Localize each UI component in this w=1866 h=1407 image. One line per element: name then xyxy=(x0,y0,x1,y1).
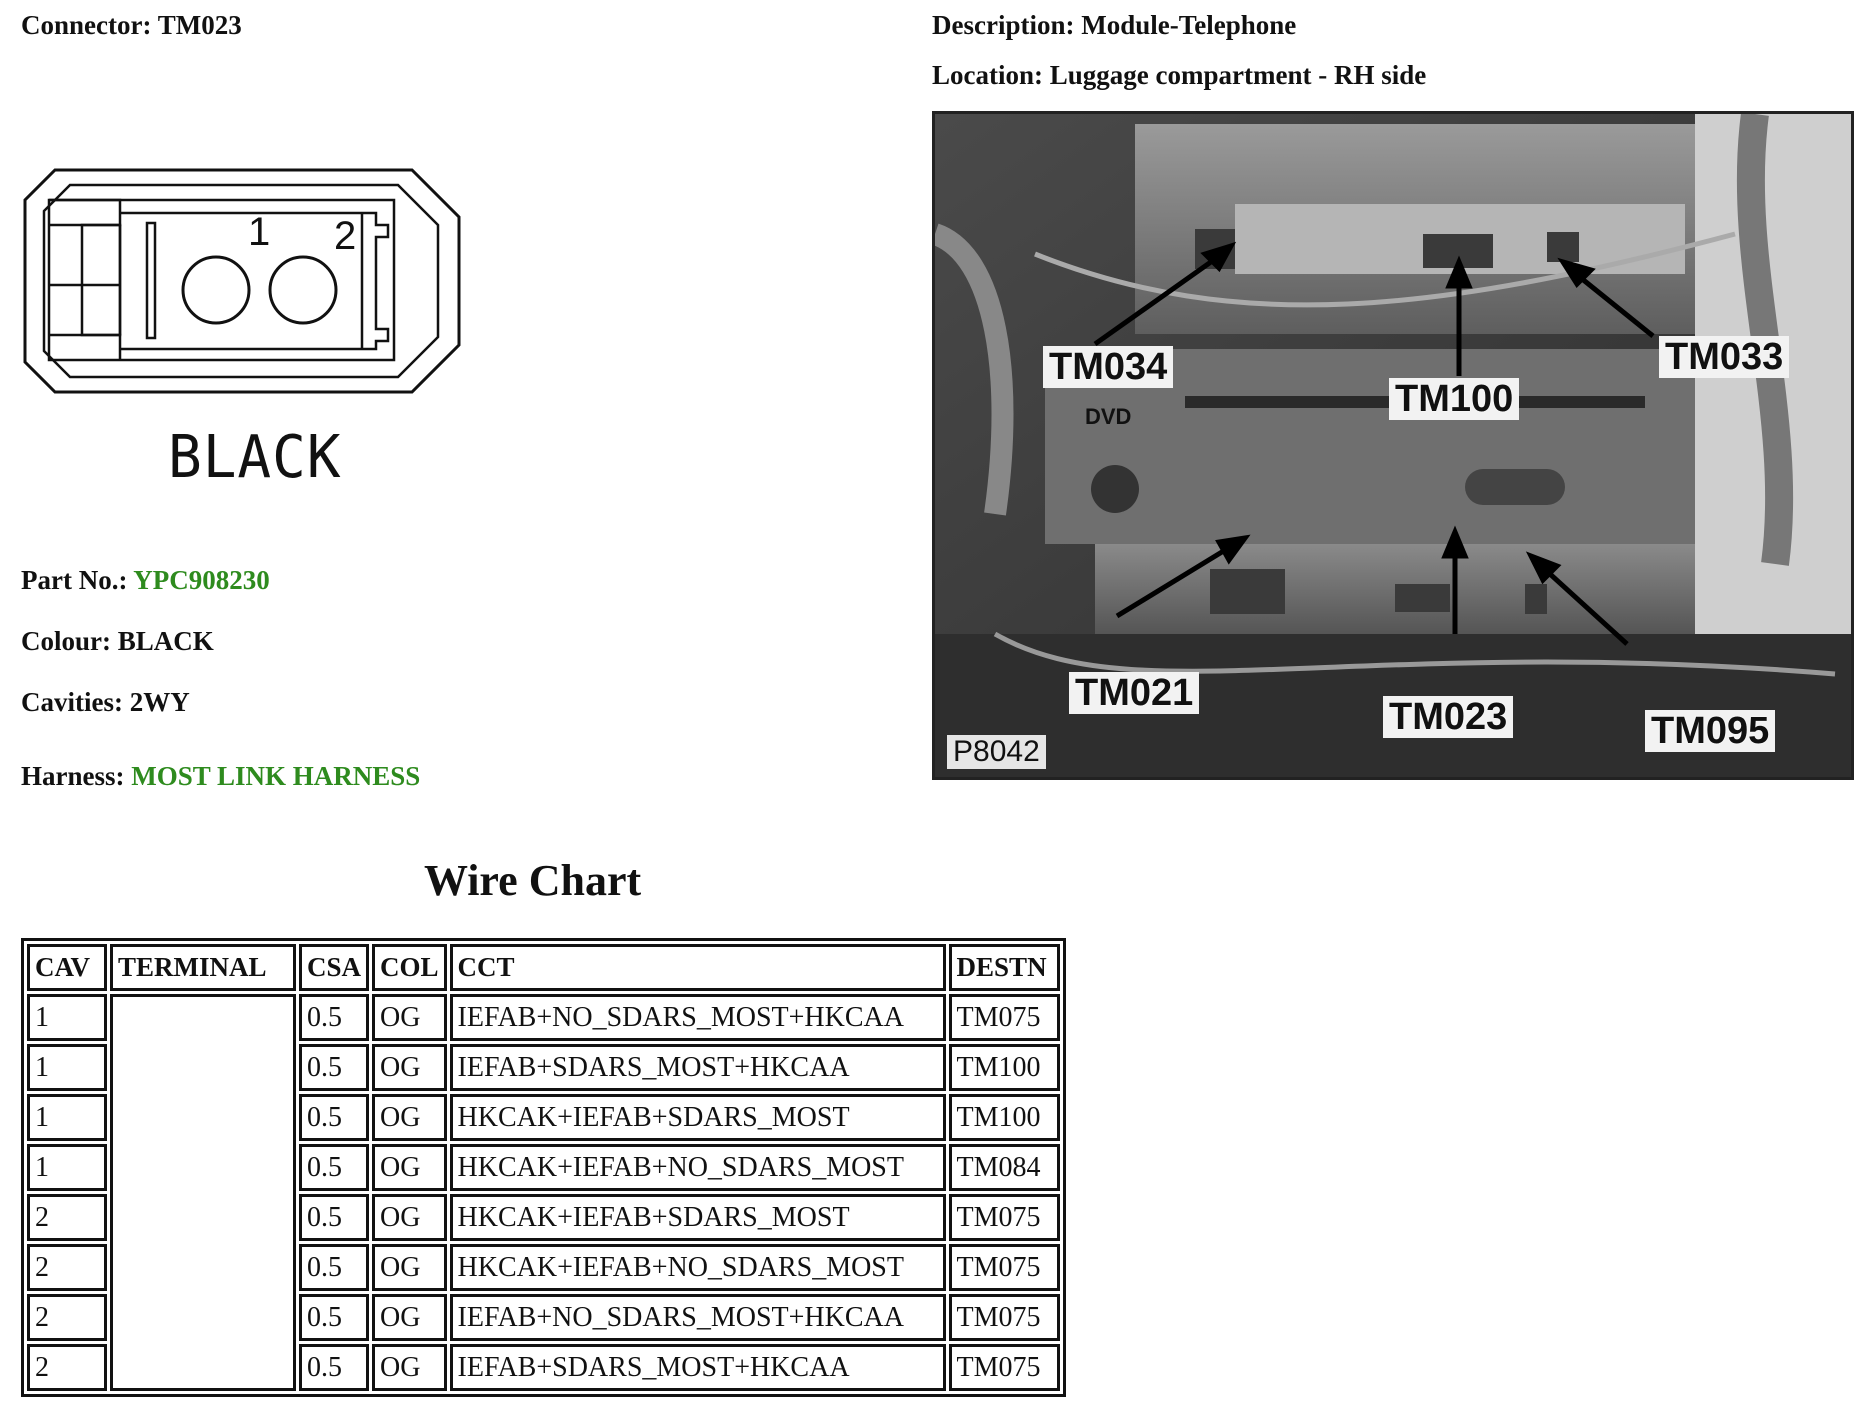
callout-tm095: TM095 xyxy=(1645,710,1776,752)
cell-csa: 0.5 xyxy=(299,994,370,1041)
colour-label: Colour: xyxy=(21,626,111,656)
cell-destn: TM075 xyxy=(948,1244,1060,1291)
callout-tm023: TM023 xyxy=(1383,696,1514,738)
header-terminal: TERMINAL xyxy=(110,944,296,991)
header-cct: CCT xyxy=(449,944,946,991)
cell-destn: TM075 xyxy=(948,1344,1060,1391)
header-col: COL xyxy=(372,944,447,991)
wire-chart-title: Wire Chart xyxy=(424,856,642,905)
connector-line: Connector: TM023 xyxy=(21,10,242,41)
cell-cav: 2 xyxy=(27,1344,107,1391)
cell-csa: 0.5 xyxy=(299,1244,370,1291)
cell-col: OG xyxy=(372,1194,447,1241)
part-no-line: Part No.: YPC908230 xyxy=(21,565,270,596)
callout-tm033: TM033 xyxy=(1659,336,1790,378)
description-label: Description: xyxy=(932,10,1075,40)
cell-cav: 1 xyxy=(27,1094,107,1141)
cell-cav: 1 xyxy=(27,994,107,1041)
cell-csa: 0.5 xyxy=(299,1194,370,1241)
cell-cav: 1 xyxy=(27,1144,107,1191)
cell-csa: 0.5 xyxy=(299,1044,370,1091)
part-no-label: Part No.: xyxy=(21,565,128,595)
cell-col: OG xyxy=(372,994,447,1041)
cell-cct: IEFAB+NO_SDARS_MOST+HKCAA xyxy=(449,1294,946,1341)
cell-col: OG xyxy=(372,1094,447,1141)
cell-cct: HKCAK+IEFAB+NO_SDARS_MOST xyxy=(449,1144,946,1191)
location-label: Location: xyxy=(932,60,1043,90)
cell-cct: IEFAB+SDARS_MOST+HKCAA xyxy=(449,1044,946,1091)
cell-col: OG xyxy=(372,1244,447,1291)
cell-destn: TM100 xyxy=(948,1094,1060,1141)
callout-tm100: TM100 xyxy=(1389,378,1520,420)
callout-tm034: TM034 xyxy=(1043,346,1174,388)
dvd-logo-text: DVD xyxy=(1085,404,1131,429)
cell-cct: IEFAB+NO_SDARS_MOST+HKCAA xyxy=(449,994,946,1041)
connector-colour-label: BLACK xyxy=(168,423,342,492)
cell-cav: 2 xyxy=(27,1294,107,1341)
cell-csa: 0.5 xyxy=(299,1144,370,1191)
connector-label: Connector: xyxy=(21,10,152,40)
pin-2-label: 2 xyxy=(334,214,356,258)
cell-destn: TM075 xyxy=(948,994,1060,1041)
cell-col: OG xyxy=(372,1044,447,1091)
cell-cct: HKCAK+IEFAB+NO_SDARS_MOST xyxy=(449,1244,946,1291)
cell-cav: 2 xyxy=(27,1244,107,1291)
header-cav: CAV xyxy=(27,944,107,991)
cavities-value: 2WY xyxy=(129,687,190,717)
cell-csa: 0.5 xyxy=(299,1094,370,1141)
cell-destn: TM075 xyxy=(948,1194,1060,1241)
location-value: Luggage compartment - RH side xyxy=(1049,60,1427,90)
cell-terminal xyxy=(110,994,296,1391)
cavities-line: Cavities: 2WY xyxy=(21,687,190,718)
harness-line: Harness: MOST LINK HARNESS xyxy=(21,761,420,792)
connector-face-diagram: 1 2 xyxy=(23,168,461,394)
header-csa: CSA xyxy=(299,944,370,991)
cell-destn: TM084 xyxy=(948,1144,1060,1191)
cell-destn: TM100 xyxy=(948,1044,1060,1091)
colour-value: BLACK xyxy=(117,626,214,656)
cell-cav: 1 xyxy=(27,1044,107,1091)
cell-cct: HKCAK+IEFAB+SDARS_MOST xyxy=(449,1194,946,1241)
callout-tm021: TM021 xyxy=(1069,672,1200,714)
part-no-link[interactable]: YPC908230 xyxy=(133,565,270,595)
cell-cav: 2 xyxy=(27,1194,107,1241)
wire-chart-header-row: CAV TERMINAL CSA COL CCT DESTN xyxy=(27,944,1060,991)
header-destn: DESTN xyxy=(948,944,1060,991)
harness-label: Harness: xyxy=(21,761,125,791)
location-line: Location: Luggage compartment - RH side xyxy=(932,60,1426,91)
connector-value: TM023 xyxy=(157,10,242,40)
location-photo: DVD TM034 TM100 TM033 TM021 TM023 TM095 … xyxy=(932,111,1854,780)
photo-id-label: P8042 xyxy=(947,735,1046,769)
cell-col: OG xyxy=(372,1144,447,1191)
cell-csa: 0.5 xyxy=(299,1344,370,1391)
cell-cct: HKCAK+IEFAB+SDARS_MOST xyxy=(449,1094,946,1141)
cell-col: OG xyxy=(372,1344,447,1391)
description-line: Description: Module-Telephone xyxy=(932,10,1296,41)
cell-cct: IEFAB+SDARS_MOST+HKCAA xyxy=(449,1344,946,1391)
cell-csa: 0.5 xyxy=(299,1294,370,1341)
colour-line: Colour: BLACK xyxy=(21,626,214,657)
cell-col: OG xyxy=(372,1294,447,1341)
cell-destn: TM075 xyxy=(948,1294,1060,1341)
description-value: Module-Telephone xyxy=(1081,10,1297,40)
harness-link[interactable]: MOST LINK HARNESS xyxy=(131,761,421,791)
cavities-label: Cavities: xyxy=(21,687,123,717)
pin-1-label: 1 xyxy=(248,210,270,254)
